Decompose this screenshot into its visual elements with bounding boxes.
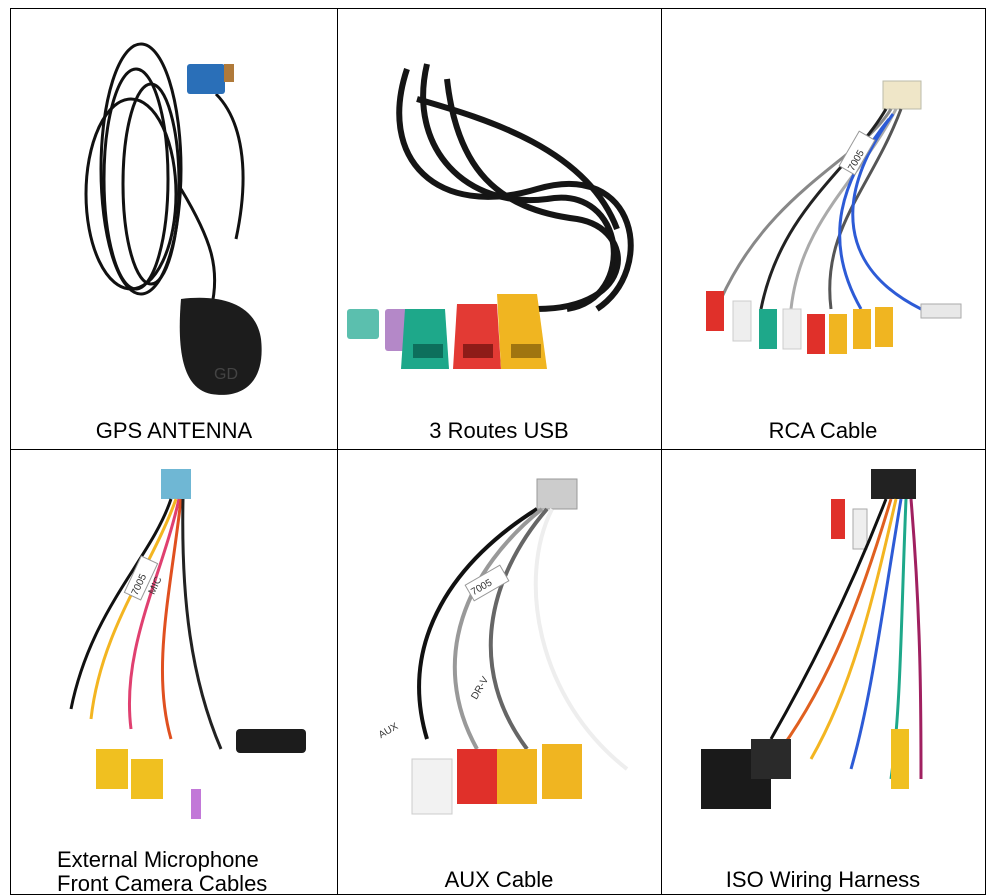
gps-antenna-icon: GD [84,42,262,395]
dr-label: DR-V [469,675,491,702]
mic-camera-cable-icon: 7005 MIC [69,469,306,819]
caption-usb: 3 Routes USB [429,418,569,443]
cell-iso: ISO Wiring Harness [661,449,986,895]
cell-usb: 3 Routes USB [337,9,662,450]
cell-aux: 7005 AUX DR-V AUX Cable [337,449,662,895]
aux-label: AUX [377,721,401,741]
caption-rca: RCA Cable [768,418,878,443]
caption-iso: ISO Wiring Harness [725,867,921,892]
caption-gps-antenna: GPS ANTENNA [95,418,253,443]
cell-gps-antenna: GD GPS ANTENNA [11,9,338,450]
rca-cable-icon: 7005 [706,80,962,354]
gps-mark: GD [214,366,238,383]
aux-cable-icon: 7005 AUX DR-V [377,478,629,815]
usb-cable-icon [347,63,634,369]
iso-harness-icon [701,469,923,809]
caption-mic-line2: Front Camera Cables [57,871,268,895]
caption-aux: AUX Cable [444,867,554,892]
cell-rca: 7005 RCA Cable [661,9,986,450]
cell-mic-camera: 7005 MIC External Microphone Front Camer… [11,449,338,895]
caption-mic-line1: External Microphone [57,847,259,872]
product-grid: GD GPS ANTENNA 3 Routes USB [10,8,986,895]
